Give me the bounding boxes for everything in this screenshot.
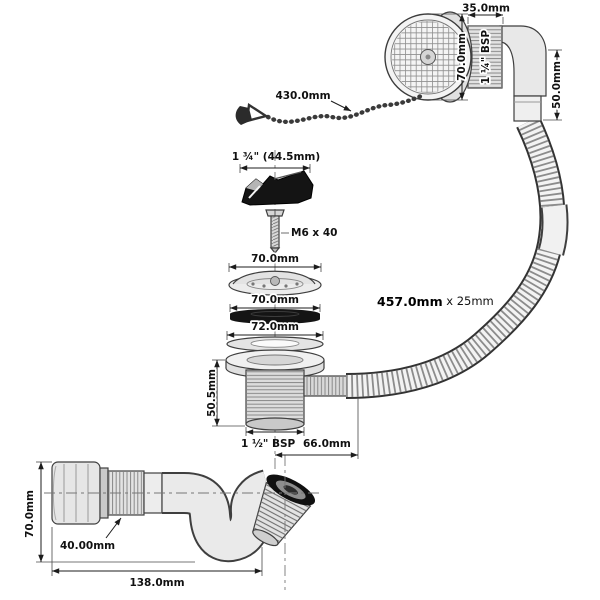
label-screw-size: M6 x 40 <box>291 227 337 239</box>
label-overflow-thread: 1 ¼" BSP <box>480 30 492 85</box>
strainer-flange <box>228 270 322 296</box>
trap-outlet-tail <box>252 474 316 547</box>
dim-washer-diameter: 72.0mm <box>226 319 324 340</box>
trap-threaded-inlet <box>99 467 163 519</box>
fixing-screw <box>265 209 285 254</box>
label-plug-size: 1 ¾" (44.5mm) <box>232 151 320 163</box>
overflow-elbow-body <box>499 25 547 97</box>
dim-overflow-height: 70.0mm <box>431 13 470 101</box>
label-overflow-height: 70.0mm <box>456 33 468 81</box>
dim-screw-size: M6 x 40 <box>281 227 337 239</box>
dim-overflow-depth: 50.0mm <box>543 49 565 121</box>
overflow-outlet-pipe <box>513 95 542 122</box>
waste-body <box>225 349 349 431</box>
dim-overflow-width: 35.0mm <box>462 3 510 24</box>
dim-gasket-diameter: 70.0mm <box>229 292 321 312</box>
label-trap-length: 138.0mm <box>129 577 184 589</box>
trap-body <box>161 469 275 563</box>
label-trap-inlet: 40.00mm <box>60 540 115 552</box>
metal-washer <box>226 336 324 352</box>
label-trap-height: 70.0mm <box>24 490 36 538</box>
plug-chain <box>235 93 424 125</box>
dim-plug-size: 1 ¾" (44.5mm) <box>232 151 320 173</box>
dim-trap-inlet: 40.00mm <box>60 517 122 552</box>
dim-trap-length: 138.0mm <box>51 527 263 589</box>
label-hose-size: 457.0mm x 25mm <box>377 294 494 309</box>
dim-waste-offset: 66.0mm <box>275 398 359 459</box>
chain-plug-hook <box>235 106 252 125</box>
dim-waste-height: 50.5mm <box>204 359 245 427</box>
label-strainer-diameter: 70.0mm <box>251 253 299 265</box>
overflow-grille-face <box>384 13 472 101</box>
dim-chain-length: 430.0mm <box>275 90 352 112</box>
label-gasket-diameter: 70.0mm <box>251 294 299 306</box>
label-waste-offset: 66.0mm <box>303 438 351 450</box>
label-waste-thread: 1 ½" BSP <box>241 438 296 450</box>
dim-trap-height: 70.0mm <box>22 461 195 563</box>
stopper-plug <box>241 170 314 206</box>
dim-waste-thread: 1 ½" BSP <box>241 427 305 450</box>
label-chain-length: 430.0mm <box>275 90 330 102</box>
flexible-hose <box>345 116 569 399</box>
dim-strainer-diameter: 70.0mm <box>228 251 322 272</box>
label-overflow-width: 35.0mm <box>462 3 510 15</box>
label-washer-diameter: 72.0mm <box>251 321 299 333</box>
label-waste-height: 50.5mm <box>206 369 218 417</box>
rubber-gasket <box>230 309 320 324</box>
label-overflow-depth: 50.0mm <box>551 61 563 109</box>
